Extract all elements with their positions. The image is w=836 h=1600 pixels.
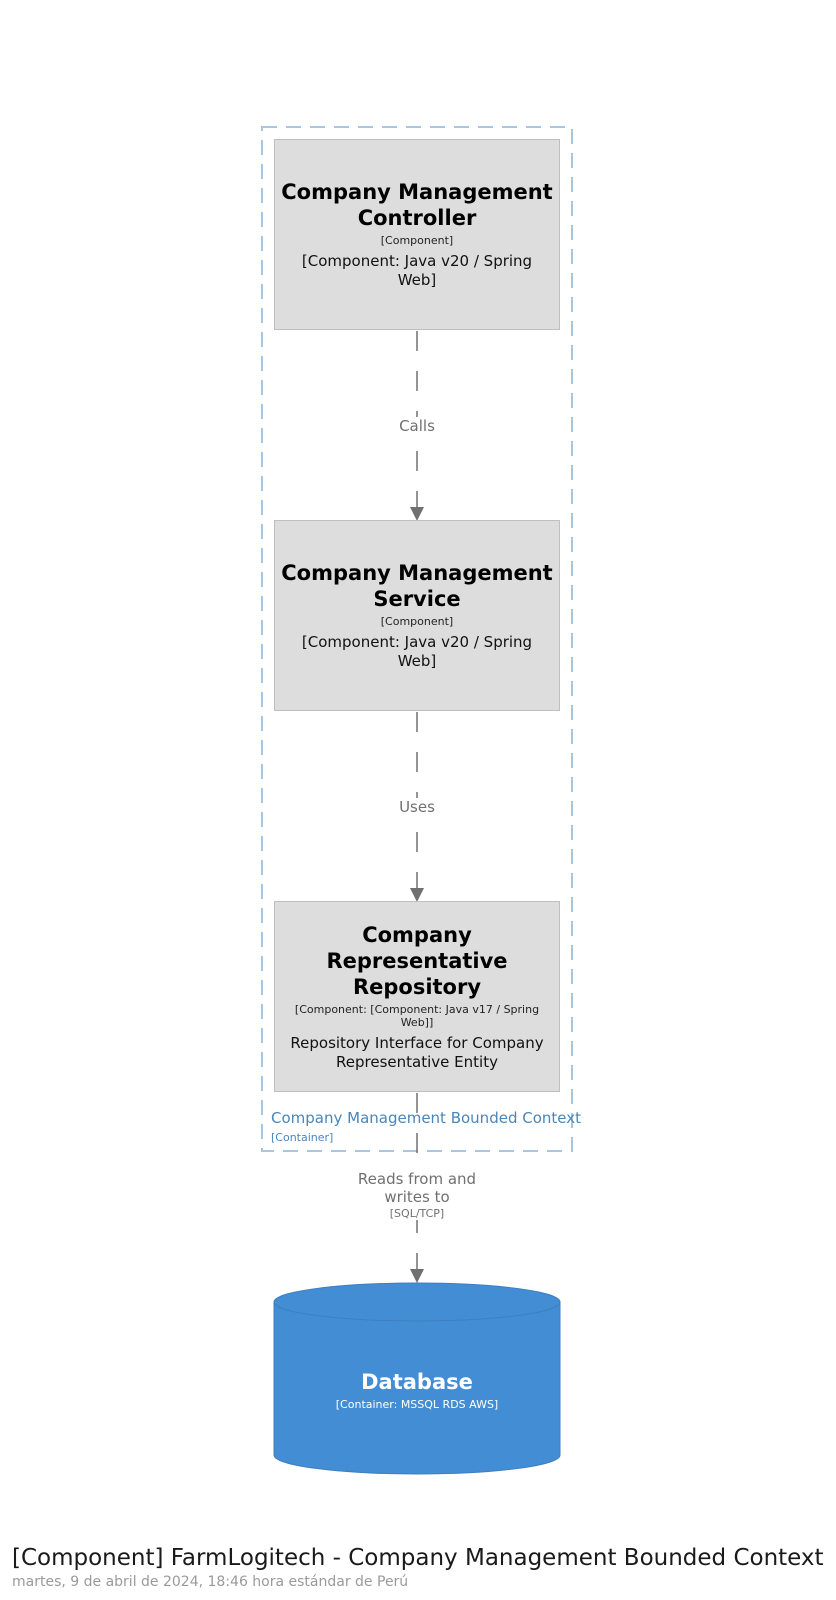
component-description: [Component: Java v20 / Spring Web] xyxy=(301,633,533,670)
component-title-line: Company Management xyxy=(281,180,553,204)
component-description-line: Repository Interface for Company xyxy=(290,1033,544,1052)
component-type: [Component] xyxy=(380,615,454,628)
relationship-reads-writes-label: Reads from and writes to xyxy=(337,1170,497,1206)
relationship-label-line: Reads from and xyxy=(357,1170,477,1188)
relationship-reads-writes-tech: [SQL/TCP] xyxy=(337,1207,497,1220)
component-title: Company Management Service xyxy=(281,560,552,612)
component-controller[interactable]: Company Management Controller [Component… xyxy=(274,139,560,330)
diagram-date: martes, 9 de abril de 2024, 18:46 hora e… xyxy=(12,1574,409,1590)
component-title: Company Management Controller xyxy=(281,179,552,231)
component-title: Company Representative Repository xyxy=(281,922,553,1000)
component-description-line: Representative Entity xyxy=(336,1052,498,1071)
component-repository[interactable]: Company Representative Repository [Compo… xyxy=(274,901,560,1092)
component-title-line: Repository xyxy=(352,974,482,999)
relationship-label-line: writes to xyxy=(384,1188,450,1206)
database-title: Database xyxy=(361,1370,473,1394)
component-title-line: Company Representative xyxy=(326,922,508,973)
component-title-line: Controller xyxy=(357,206,477,230)
component-title-line: Company Management xyxy=(281,561,553,585)
relationship-uses-label: Uses xyxy=(337,798,497,816)
database-tech: [Container: MSSQL RDS AWS] xyxy=(335,1398,499,1411)
component-description: [Component: Java v20 / Spring Web] xyxy=(301,252,533,289)
component-type: [Component: [Component: Java v17 / Sprin… xyxy=(294,1002,540,1029)
diagram-title: [Component] FarmLogitech - Company Manag… xyxy=(12,1545,824,1571)
component-type: [Component] xyxy=(380,234,454,247)
database-cylinder xyxy=(273,1282,561,1475)
relationship-calls-label: Calls xyxy=(337,417,497,435)
component-description: Repository Interface for Company Represe… xyxy=(290,1034,543,1072)
component-service[interactable]: Company Management Service [Component] [… xyxy=(274,520,560,711)
component-title-line: Service xyxy=(373,587,461,611)
boundary-label: Company Management Bounded Context xyxy=(271,1109,581,1127)
boundary-tech: [Container] xyxy=(271,1131,334,1144)
